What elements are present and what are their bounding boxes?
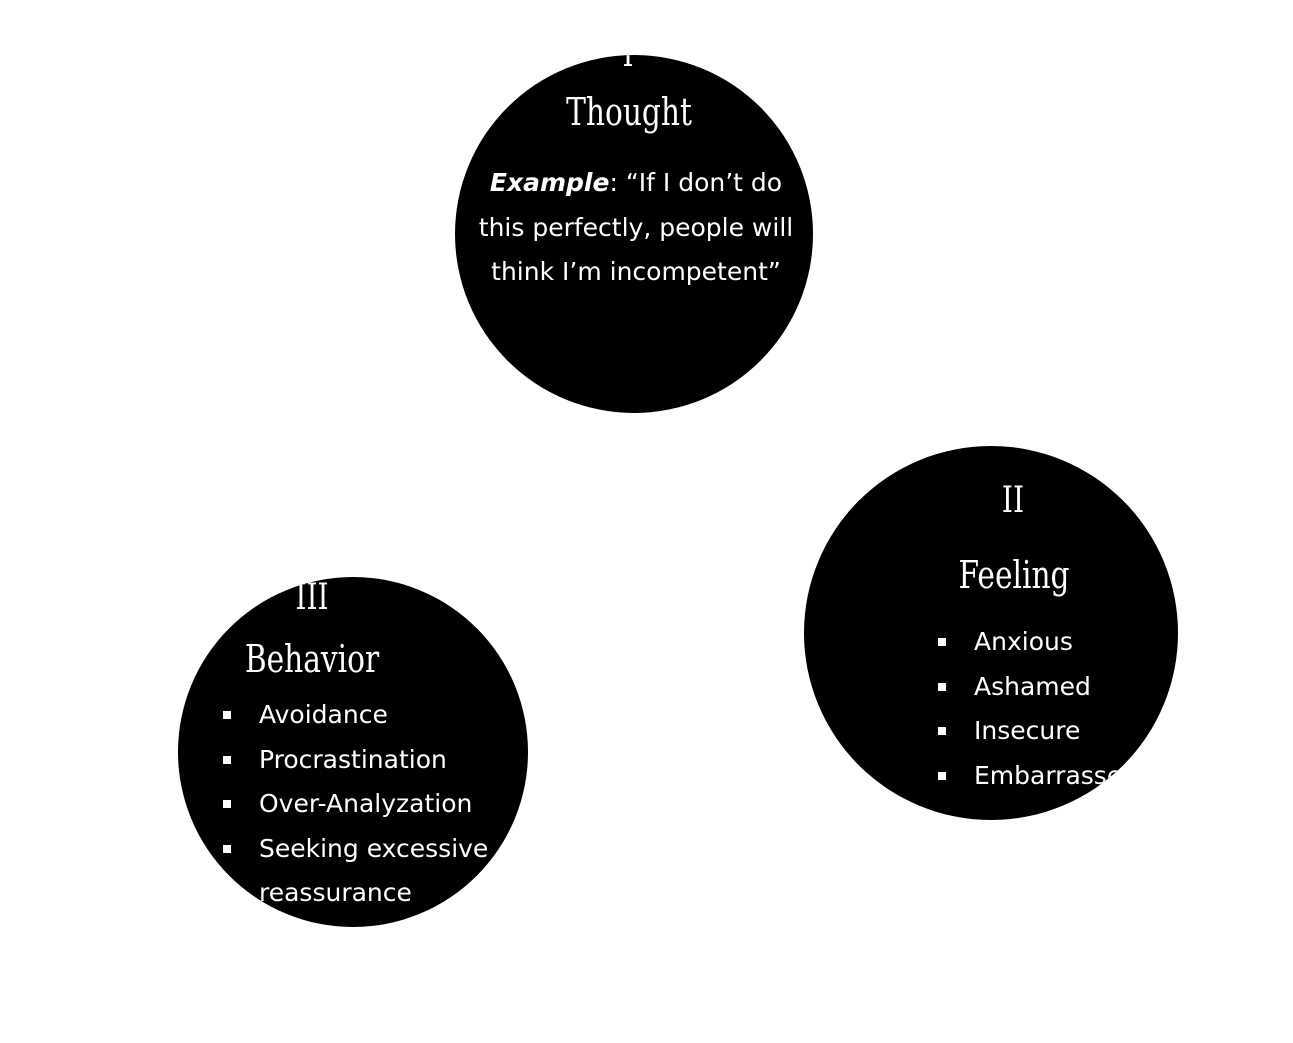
example-label: Example (489, 168, 610, 197)
feeling-item-anxious: Anxious (974, 627, 1073, 656)
list-item: Anxious (938, 620, 1178, 665)
behavior-item-over-analyzation: Over-Analyzation (259, 789, 473, 818)
behavior-circle: III Behavior Avoidance Procrastination O… (178, 577, 528, 927)
example-text: : “If I don’t do this perfectly, people … (478, 168, 794, 286)
list-item: Seeking excessive reassurance (223, 827, 508, 916)
square-bullet-icon (223, 844, 231, 853)
list-item: Over-Analyzation (223, 782, 508, 827)
thought-circle: I Thought Example: “If I don’t do this p… (455, 55, 813, 413)
feeling-title: Feeling (958, 553, 1070, 597)
feeling-circle: II Feeling Anxious Ashamed Insecure Emba… (804, 446, 1178, 820)
square-bullet-icon (938, 771, 946, 780)
behavior-numeral: III (295, 577, 329, 618)
thought-example: Example: “If I don’t do this perfectly, … (477, 161, 795, 295)
list-item: Insecure (938, 709, 1178, 754)
thought-numeral: I (622, 55, 633, 73)
feeling-list: Anxious Ashamed Insecure Embarrassed (938, 620, 1178, 798)
list-item: Avoidance (223, 693, 508, 738)
list-item: Embarrassed (938, 754, 1178, 799)
thought-title: Thought (566, 90, 692, 134)
feeling-item-ashamed: Ashamed (974, 671, 1091, 701)
behavior-title: Behavior (244, 637, 380, 681)
square-bullet-icon (938, 638, 946, 646)
list-item: Ashamed (938, 665, 1178, 710)
feeling-numeral: II (1001, 480, 1025, 521)
behavior-item-seeking-reassurance: Seeking excessive reassurance (259, 833, 489, 908)
square-bullet-icon (223, 755, 231, 764)
square-bullet-icon (223, 800, 231, 808)
behavior-list: Avoidance Procrastination Over-Analyzati… (223, 693, 508, 916)
behavior-item-procrastination: Procrastination (259, 744, 447, 774)
feeling-item-embarrassed: Embarrassed (974, 760, 1139, 790)
square-bullet-icon (938, 682, 946, 691)
list-item: Procrastination (223, 738, 508, 783)
feeling-item-insecure: Insecure (974, 716, 1081, 745)
square-bullet-icon (223, 711, 231, 719)
square-bullet-icon (938, 727, 946, 735)
behavior-item-avoidance: Avoidance (259, 700, 388, 729)
